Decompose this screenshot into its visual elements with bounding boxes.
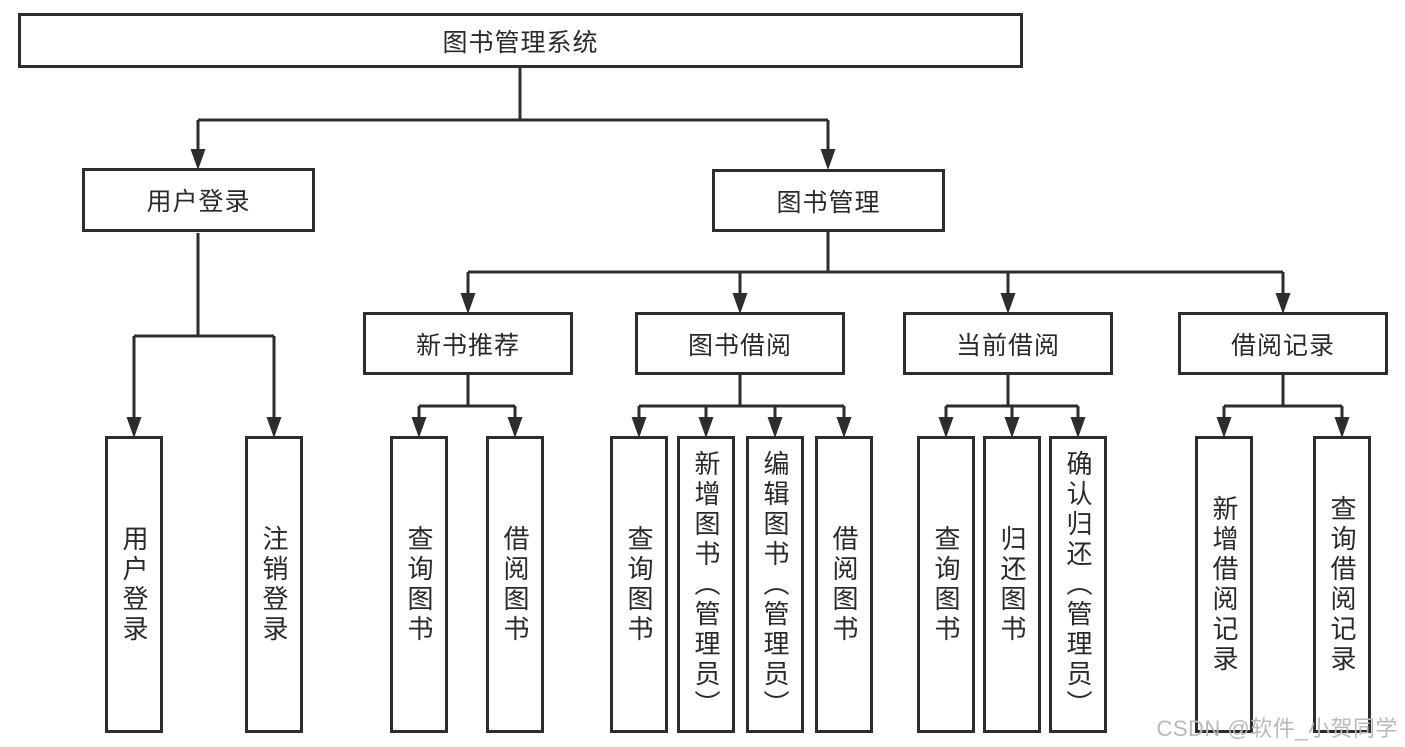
leaf-return-books: 归还图书 [983,436,1041,733]
node-label: 归还图书 [997,524,1027,645]
leaf-add-borrow-record: 新增借阅记录 [1195,436,1253,733]
node-current-borrow: 当前借阅 [903,312,1113,375]
leaf-query-books-borrow: 查询图书 [610,436,668,733]
leaf-user-login: 用户登录 [105,436,163,733]
leaf-confirm-return-admin: 确认归还（管理员） [1049,436,1107,733]
node-label: 编辑图书（管理员） [760,449,790,720]
node-user-login: 用户登录 [82,168,315,232]
node-book-borrow: 图书借阅 [635,312,845,375]
node-label: 新增借阅记录 [1209,494,1239,675]
watermark: CSDN @软件_小贺同学 [1156,716,1398,741]
leaf-query-books-current: 查询图书 [917,436,975,733]
node-label: 借阅图书 [829,524,859,645]
node-book-management: 图书管理 [712,169,945,232]
node-label: 图书管理 [776,188,881,217]
node-label: 新书推荐 [415,331,520,360]
node-label: 图书借阅 [687,331,792,360]
node-label: 当前借阅 [955,331,1060,360]
node-label: 确认归还（管理员） [1063,449,1093,720]
node-label: 新增图书（管理员） [691,449,721,720]
node-library-system: 图书管理系统 [18,13,1023,68]
leaf-query-borrow-record: 查询借阅记录 [1313,436,1371,733]
node-borrow-records: 借阅记录 [1178,312,1388,375]
node-label: 借阅记录 [1230,331,1335,360]
node-label: 图书管理系统 [442,28,599,57]
node-label: 用户登录 [119,524,149,645]
node-new-book-recommend: 新书推荐 [363,312,573,375]
leaf-borrow-books-borrow: 借阅图书 [815,436,873,733]
leaf-add-book-admin: 新增图书（管理员） [677,436,735,733]
node-label: 查询图书 [404,524,434,645]
node-label: 注销登录 [259,524,289,645]
node-label: 用户登录 [146,188,251,216]
node-label: 查询图书 [931,524,961,645]
leaf-borrow-books-newrec: 借阅图书 [486,436,544,733]
leaf-logout: 注销登录 [245,436,303,733]
leaf-edit-book-admin: 编辑图书（管理员） [746,436,804,733]
node-label: 查询图书 [624,524,654,645]
leaf-query-books-newrec: 查询图书 [390,436,448,733]
node-label: 借阅图书 [500,524,530,645]
node-label: 查询借阅记录 [1327,494,1357,675]
